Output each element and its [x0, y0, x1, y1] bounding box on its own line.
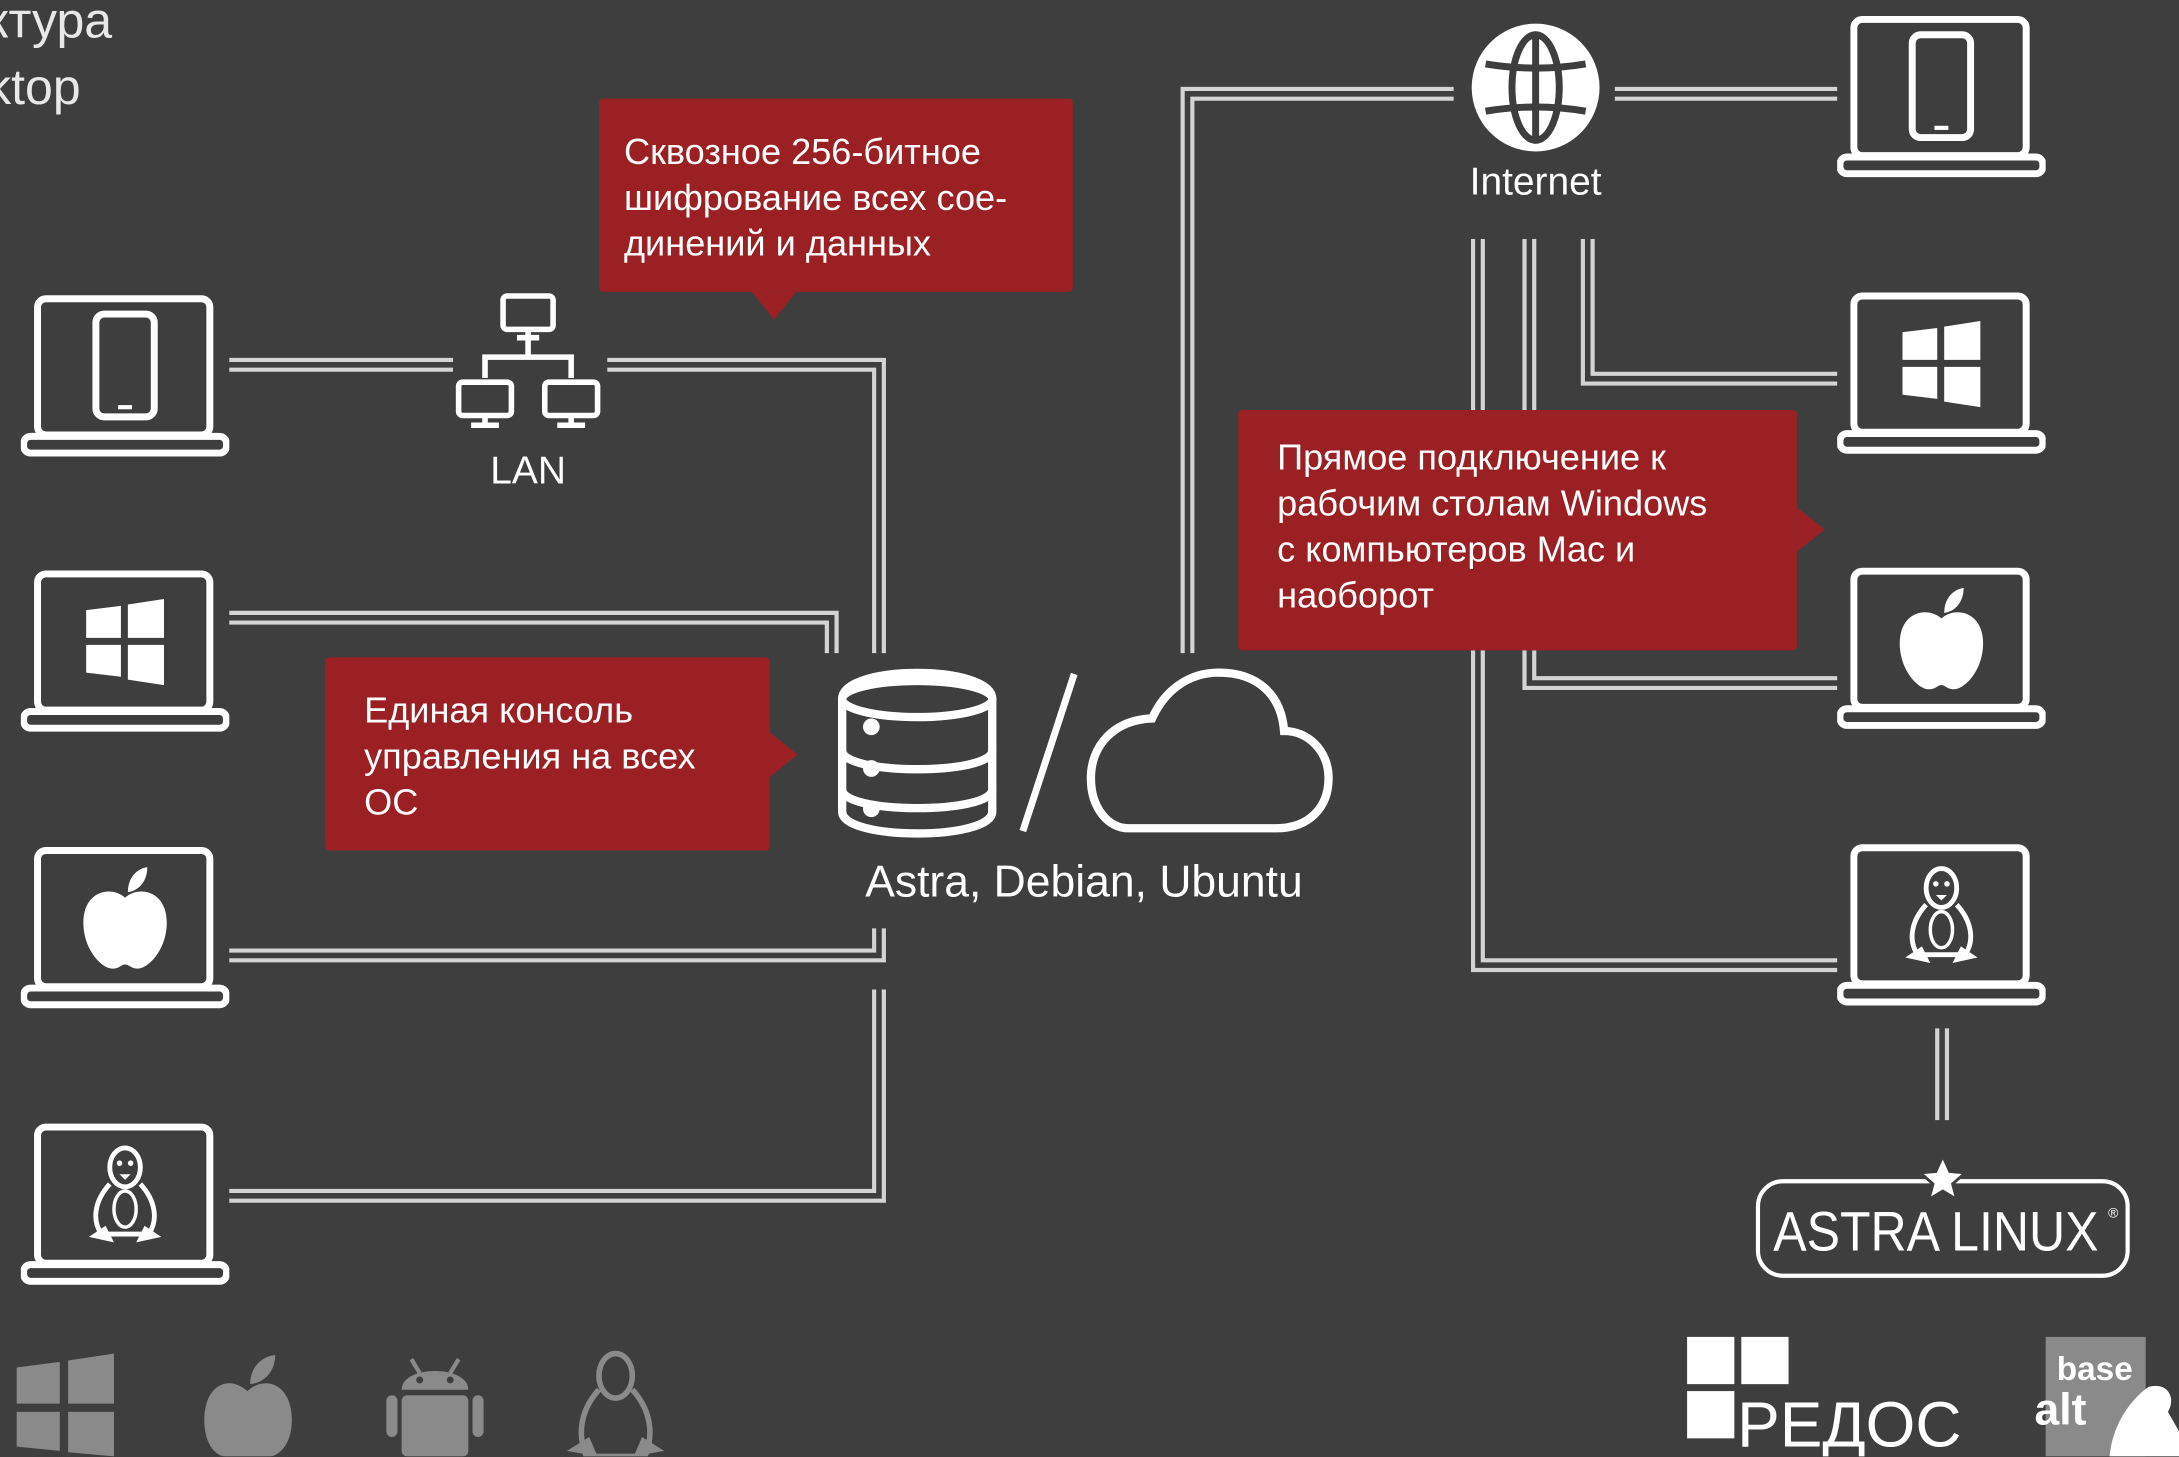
- windows-icon: [86, 598, 164, 686]
- callout-direct-line-3: с компьютеров Mac и: [1277, 528, 1636, 570]
- linux-icon: [1905, 869, 1977, 963]
- svg-text:alt: alt: [2035, 1385, 2087, 1434]
- connector-internet-to-mobile: [1614, 86, 1838, 101]
- cloud-icon: [1086, 668, 1333, 833]
- right-device-linux[interactable]: [1840, 848, 2043, 1002]
- right-device-mobile[interactable]: [1840, 19, 2043, 173]
- server-label: Astra, Debian, Ubuntu: [865, 857, 1303, 906]
- connector-internet-to-linux: [1470, 239, 1838, 973]
- connector-apple-to-server: [229, 928, 886, 963]
- bottom-linux-icon: [566, 1350, 665, 1457]
- callout-direct-connection: Прямое подключение к рабочим столам Wind…: [1238, 409, 1825, 651]
- globe-icon: [1471, 23, 1600, 152]
- connector-windows-to-server: [229, 610, 839, 654]
- callout-console: Единая консоль управления на всех ОС: [325, 657, 798, 851]
- left-device-linux[interactable]: [24, 1127, 227, 1281]
- svg-text:ASTRA LINUX: ASTRA LINUX: [1773, 1201, 2098, 1263]
- mobile-icon: [1912, 35, 1970, 138]
- lan-network-icon: [455, 293, 601, 429]
- callout-direct-line-4: наоборот: [1277, 573, 1435, 616]
- apple-icon: [1899, 587, 1984, 690]
- title-line-2: ktop: [0, 58, 81, 116]
- basealt-logo: base alt: [2035, 1336, 2179, 1457]
- callout-console-line-2: управления на всех: [364, 735, 696, 777]
- connector-linux-to-server: [229, 989, 886, 1203]
- windows-icon: [1902, 321, 1981, 408]
- callout-console-line-1: Единая консоль: [364, 689, 634, 731]
- svg-text:base: base: [2057, 1351, 2133, 1388]
- left-device-apple[interactable]: [24, 850, 227, 1004]
- callout-encryption-line-3: динений и данных: [623, 222, 932, 265]
- bottom-android-icon: [386, 1358, 484, 1457]
- astra-linux-logo: ASTRA LINUX ®: [1755, 1152, 2130, 1278]
- callout-encryption-line-2: шифрование всех сое-: [623, 176, 1008, 219]
- callout-encryption-line-1: Сквозное 256-битное: [623, 130, 981, 173]
- callout-direct-line-1: Прямое подключение к: [1277, 436, 1666, 479]
- slash-divider: [1019, 672, 1078, 833]
- connector-mobile-to-lan: [229, 357, 454, 372]
- title-line-1: ктура: [0, 0, 113, 49]
- bottom-apple-icon: [204, 1354, 292, 1457]
- lan-label: LAN: [490, 450, 566, 493]
- connector-linux-to-astra: [1935, 1028, 1950, 1121]
- right-device-apple[interactable]: [1840, 571, 2043, 725]
- svg-text:®: ®: [2108, 1204, 2118, 1220]
- connector-internet-to-windows: [1580, 239, 1838, 386]
- database-icon: [837, 668, 997, 838]
- svg-text:РЕДОС: РЕДОС: [1737, 1389, 1961, 1457]
- connector-internet-to-apple: [1522, 239, 1838, 690]
- callout-encryption: Сквозное 256-битное шифрование всех сое-…: [598, 98, 1073, 320]
- right-device-windows[interactable]: [1840, 296, 2043, 450]
- internet-label: Internet: [1470, 161, 1602, 204]
- connector-lan-to-server: [607, 357, 886, 654]
- bottom-windows-icon: [16, 1353, 114, 1457]
- callout-direct-line-2: рабочим столам Windows: [1277, 482, 1708, 524]
- left-device-mobile[interactable]: [24, 299, 227, 453]
- connector-cloud-to-internet: [1180, 86, 1454, 654]
- mobile-icon: [96, 314, 154, 417]
- apple-icon: [83, 867, 167, 969]
- redos-logo: РЕДОС: [1687, 1336, 1962, 1457]
- left-device-windows[interactable]: [24, 574, 227, 728]
- callout-console-line-3: ОС: [364, 781, 419, 823]
- linux-icon: [89, 1148, 161, 1242]
